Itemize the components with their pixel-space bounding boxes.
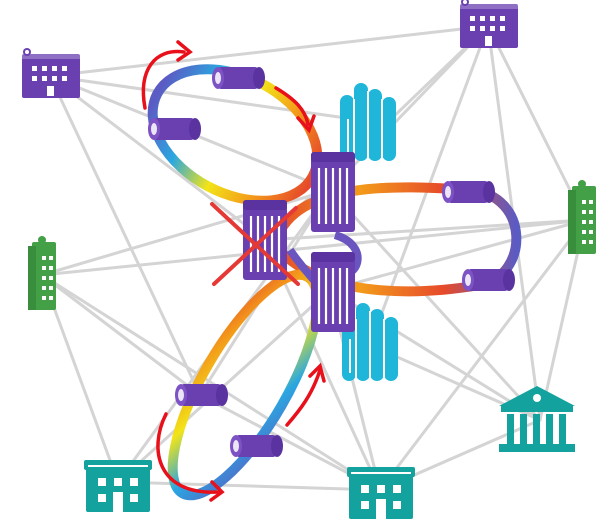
house-icon[interactable] — [346, 466, 416, 519]
core-router-top-icon[interactable] — [309, 150, 357, 234]
office-building-icon[interactable] — [28, 236, 56, 310]
ring-switch-icon[interactable] — [212, 67, 265, 89]
traffic-arrows — [141, 40, 326, 502]
resource-pool-top-icon — [339, 82, 397, 162]
ring-switch-icon[interactable] — [175, 384, 228, 406]
ring-switch-icon[interactable] — [230, 435, 283, 457]
core-router-bottom-icon[interactable] — [309, 250, 357, 334]
ring-switch-icon[interactable] — [442, 181, 495, 203]
office-building-icon[interactable] — [568, 180, 596, 254]
ring-switch-icon[interactable] — [148, 118, 201, 140]
cross-out-icon — [210, 202, 300, 286]
ring-switch-icon[interactable] — [462, 269, 515, 291]
office-building-icon[interactable] — [460, 0, 518, 48]
office-building-icon[interactable] — [22, 48, 80, 98]
bank-icon[interactable] — [499, 386, 575, 452]
house-icon[interactable] — [83, 459, 153, 513]
